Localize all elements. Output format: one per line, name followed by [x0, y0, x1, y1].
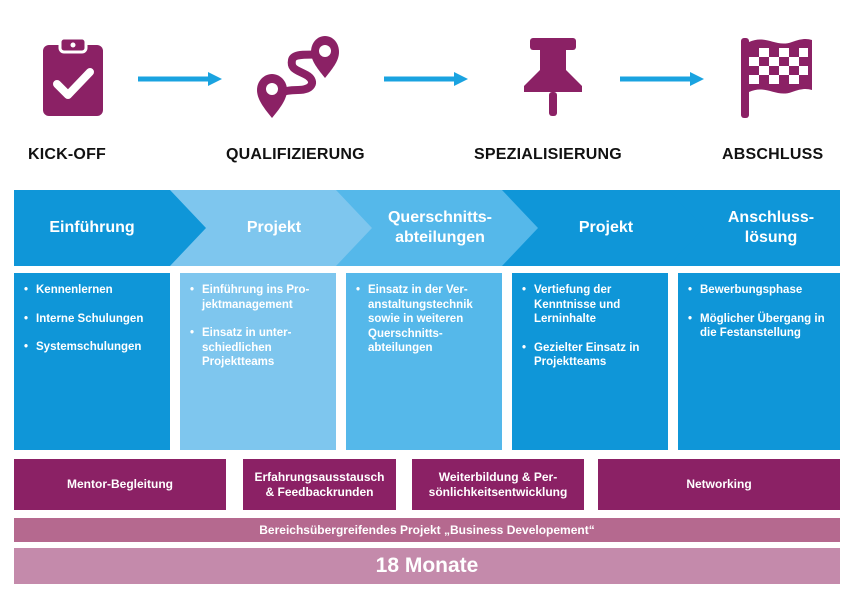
stage-chevron-projekt-2: Projekt: [502, 190, 706, 266]
clipboard-check-icon: [40, 36, 106, 118]
route-pin-icon: [252, 34, 344, 120]
list-item: Systemschulungen: [24, 340, 162, 355]
bar-line: Weiterbildung & Per-: [438, 469, 558, 484]
stage-column-querschnittsabteilungen: Einsatz in der Ver- anstaltungstechnik s…: [346, 273, 502, 450]
stage-column-projekt-2: Vertiefung der Kenntnisse und Lerninhalt…: [512, 273, 668, 450]
support-bar-erfahrungsaustausch: Erfahrungsausstausch & Feedbackrunden: [243, 459, 396, 510]
list-item: Vertiefung der Kenntnisse und Lerninhalt…: [522, 283, 660, 327]
arrow-right-icon: [138, 72, 222, 86]
stage-column-anschlussloesung: Bewerbungsphase Möglicher Übergang in di…: [678, 273, 840, 450]
bar-line: Erfahrungsausstausch: [254, 469, 385, 484]
stage-title: Einführung: [49, 219, 135, 236]
checkered-flag-icon: [736, 34, 816, 120]
phase-label-qualifizierung: QUALIFIZIERUNG: [226, 146, 365, 163]
stage-title-line: lösung: [744, 229, 798, 246]
arrow-right-icon: [384, 72, 468, 86]
stage-title-line: abteilungen: [395, 229, 485, 246]
stage-title-line: Anschluss-: [727, 209, 815, 226]
stage-chevron-querschnittsabteilungen: Querschnitts- abteilungen: [336, 190, 540, 266]
list-item: Interne Schulungen: [24, 312, 162, 327]
list-item: Gezielter Einsatz in Projektteams: [522, 341, 660, 370]
arrow-right-icon: [620, 72, 704, 86]
bar-line: sönlichkeitsentwicklung: [428, 484, 568, 499]
stage-column-projekt-1: Einführung ins Pro- jektmanagement Einsa…: [180, 273, 336, 450]
list-item: Einführung ins Pro- jektmanagement: [190, 283, 328, 312]
list-item: Möglicher Übergang in die Festanstellung: [688, 312, 832, 341]
support-bar-weiterbildung: Weiterbildung & Per- sönlichkeitsentwick…: [412, 459, 584, 510]
stage-title-line: Querschnitts-: [387, 209, 492, 226]
stage-title: Querschnitts- abteilungen: [376, 190, 504, 266]
stage-chevron-anschlussloesung: Anschluss- lösung: [668, 190, 840, 266]
list-item: Kennenlernen: [24, 283, 162, 298]
phase-label-spezialisierung: SPEZIALISIERUNG: [474, 146, 622, 163]
phase-label-abschluss: ABSCHLUSS: [722, 146, 824, 163]
bar-line: & Feedbackrunden: [265, 484, 374, 499]
stage-title: Anschluss- lösung: [706, 190, 836, 266]
cross-project-bar: Bereichsübergreifendes Projekt „Business…: [14, 518, 840, 542]
phase-label-kick-off: KICK-OFF: [28, 146, 107, 163]
list-item: Einsatz in unter- schiedlichen Projektte…: [190, 326, 328, 370]
stage-chevron-einfuehrung: Einführung: [14, 190, 208, 266]
support-bar-networking: Networking: [598, 459, 840, 510]
duration-bar: 18 Monate: [14, 548, 840, 584]
list-item: Einsatz in der Ver- anstaltungstechnik s…: [356, 283, 494, 356]
stage-column-einfuehrung: Kennenlernen Interne Schulungen Systemsc…: [14, 273, 170, 450]
support-bar-mentor: Mentor-Begleitung: [14, 459, 226, 510]
list-item: Bewerbungsphase: [688, 283, 832, 298]
stage-chevron-projekt-1: Projekt: [170, 190, 374, 266]
pushpin-icon: [520, 36, 586, 118]
stage-title: Projekt: [578, 219, 634, 236]
stage-title: Projekt: [246, 219, 302, 236]
